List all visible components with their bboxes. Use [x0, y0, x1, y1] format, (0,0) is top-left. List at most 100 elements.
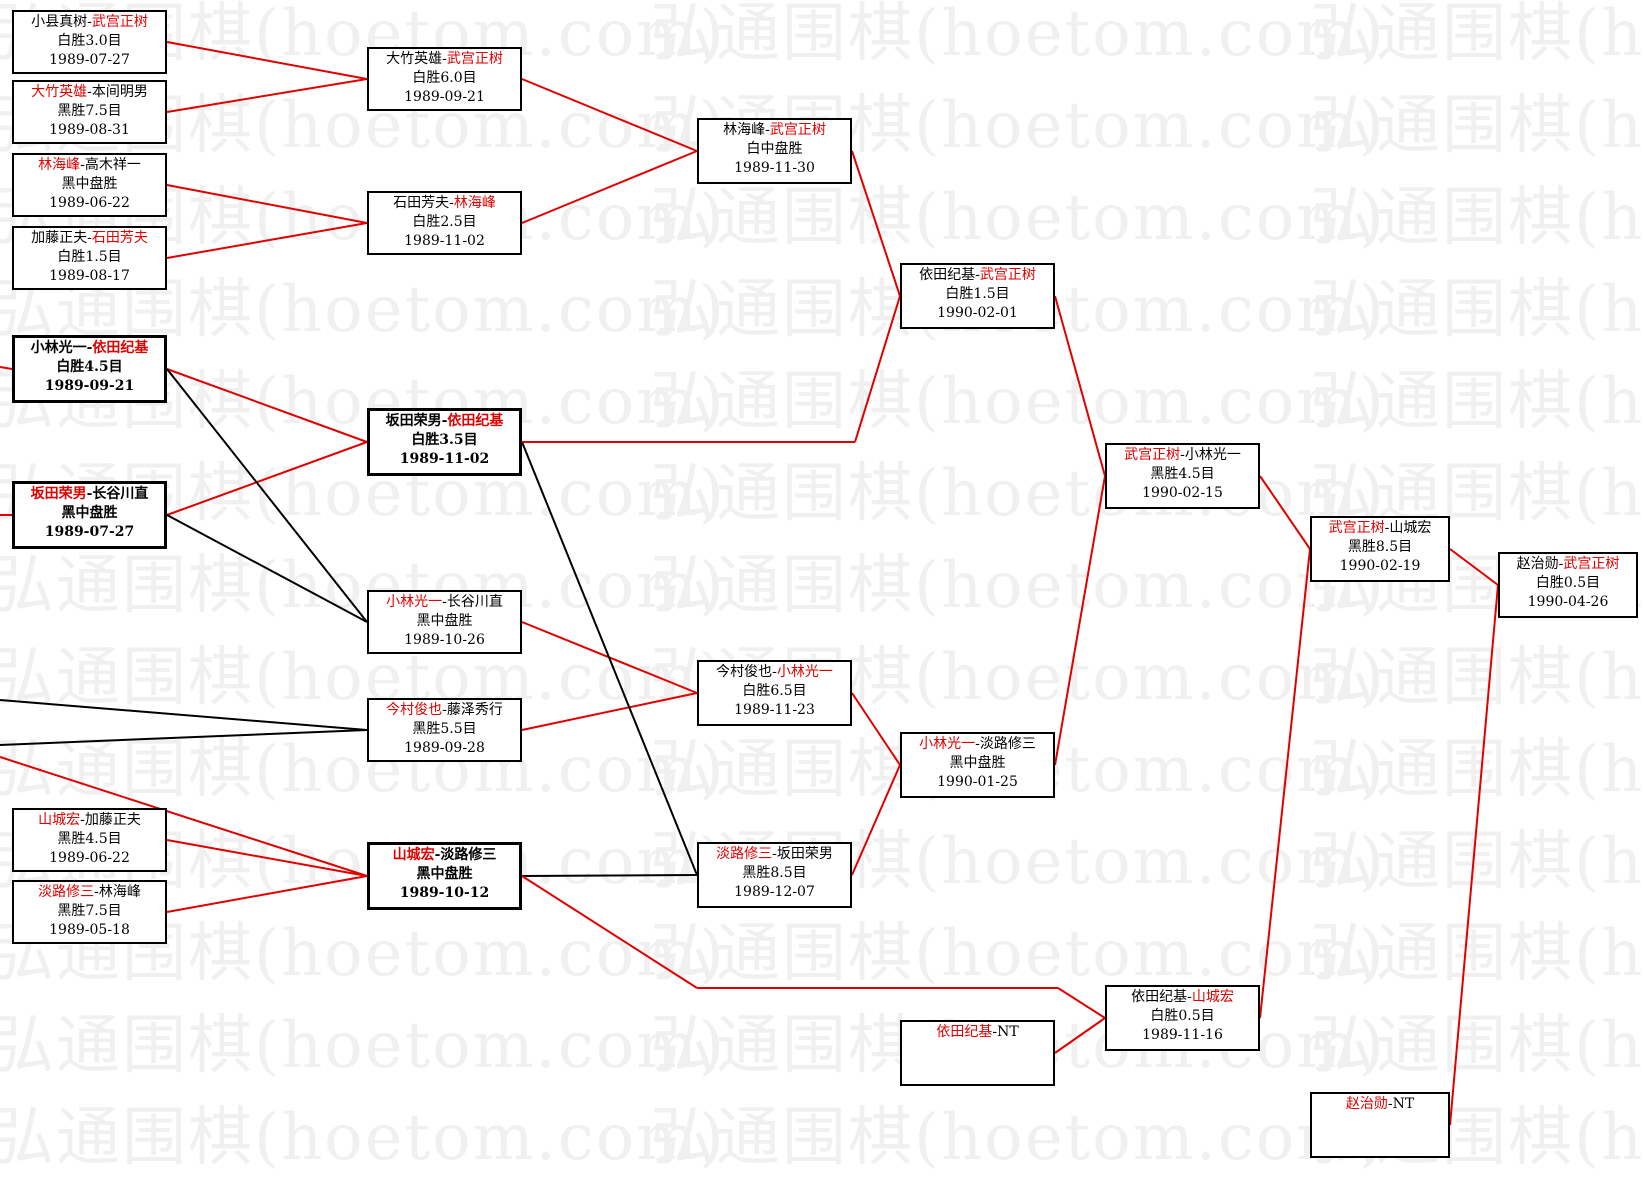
player-separator: - [87, 230, 92, 246]
game-result: 黑胜8.5目 [1347, 539, 1413, 555]
black-player: 林海峰 [38, 157, 81, 173]
connector-g19-g21 [1054, 475, 1106, 766]
game-players: 加藤正夫-石田芳夫 [14, 229, 165, 248]
game-date: 1989-06-22 [49, 195, 130, 211]
game-result: 黑中盘胜 [61, 505, 118, 521]
connector-g14-g22 [521, 875, 698, 989]
black-player: 武宫正树 [1328, 520, 1385, 536]
player-separator: - [442, 594, 447, 610]
game-players: 赵治勋-武宫正树 [1500, 555, 1636, 574]
game-date: 1990-02-19 [1339, 558, 1421, 574]
black-player: 小林光一 [30, 340, 87, 356]
player-separator: - [1187, 989, 1192, 1005]
game-box[interactable]: 赵治勋-NT [1310, 1092, 1450, 1158]
white-player: 山城宏 [1191, 989, 1234, 1005]
game-players: 淡路修三-坂田荣男 [699, 845, 850, 864]
connector-offscreen-g5 [0, 366, 13, 370]
white-player: 淡路修三 [440, 847, 497, 863]
white-player: 高木祥一 [84, 157, 141, 173]
game-date: 1989-11-16 [1142, 1027, 1223, 1043]
game-date: 1989-07-27 [49, 52, 130, 68]
game-date: 1990-02-15 [1142, 485, 1223, 501]
game-players: 大竹英雄-本间明男 [14, 83, 165, 102]
black-player: 赵治勋 [1345, 1096, 1388, 1112]
white-player: 加藤正夫 [84, 812, 141, 828]
player-separator: - [772, 664, 777, 680]
white-player: NT [1392, 1096, 1415, 1112]
game-date: 1989-08-31 [49, 122, 130, 138]
game-box[interactable]: 大竹英雄-武宫正树白胜6.0目 1989-09-21 [367, 47, 522, 111]
black-player: 淡路修三 [38, 884, 95, 900]
game-players: 大竹英雄-武宫正树 [369, 50, 520, 69]
game-result: 白中盘胜 [746, 141, 803, 157]
game-result: 黑胜4.5目 [57, 831, 122, 847]
game-players: 武宫正树-小林光一 [1107, 446, 1258, 465]
connector-g24-g25 [1449, 584, 1499, 1126]
game-result: 白胜0.5目 [1150, 1008, 1215, 1024]
black-player: 山城宏 [38, 812, 81, 828]
black-player: 林海峰 [723, 122, 766, 138]
game-players: 依田纪基-武宫正树 [902, 266, 1053, 285]
game-players: 赵治勋-NT [1312, 1095, 1448, 1114]
game-date: 1989-08-17 [49, 268, 130, 284]
game-players: 林海峰-高木祥一 [14, 156, 165, 175]
white-player: 武宫正树 [446, 51, 503, 67]
black-player: 小林光一 [386, 594, 443, 610]
black-player: 大竹英雄 [31, 84, 88, 100]
connector-g11-g17 [521, 441, 698, 876]
game-date: 1990-04-26 [1527, 594, 1609, 610]
game-date: 1989-10-26 [404, 632, 485, 648]
game-date: 1989-06-22 [49, 850, 130, 866]
white-player: 藤泽秀行 [446, 702, 503, 718]
game-result: 白胜6.5目 [742, 683, 807, 699]
player-separator: - [1384, 520, 1390, 536]
black-player: 加藤正夫 [31, 230, 88, 246]
player-separator: - [442, 702, 447, 718]
connector-g10-g15 [521, 150, 698, 224]
game-result: 黑胜8.5目 [742, 865, 807, 881]
game-date: 1989-11-02 [404, 233, 485, 249]
game-players: 淡路修三-林海峰 [14, 883, 165, 902]
black-player: 淡路修三 [716, 846, 773, 862]
player-separator: - [975, 736, 980, 752]
connector-g11-g18 [854, 295, 901, 443]
game-box[interactable]: 依田纪基-NT [900, 1020, 1055, 1086]
white-player: 淡路修三 [979, 736, 1036, 752]
white-player: 林海峰 [98, 884, 141, 900]
game-date: 1989-07-27 [44, 524, 135, 540]
black-player: 今村俊也 [716, 664, 773, 680]
game-players: 石田芳夫-林海峰 [369, 194, 520, 213]
connector-g13-g16 [521, 692, 698, 731]
game-box[interactable]: 武宫正树-山城宏黑胜8.5目 1990-02-19 [1310, 516, 1450, 582]
game-players: 依田纪基-NT [902, 1023, 1053, 1042]
connector-offscreen-g13 [0, 729, 368, 746]
connector-g15-g18 [851, 150, 901, 297]
game-result: 白胜6.0目 [412, 70, 477, 86]
player-separator: - [434, 847, 441, 863]
white-player: 山城宏 [1389, 520, 1432, 536]
game-date: 1989-09-21 [404, 89, 485, 105]
player-separator: - [87, 84, 92, 100]
